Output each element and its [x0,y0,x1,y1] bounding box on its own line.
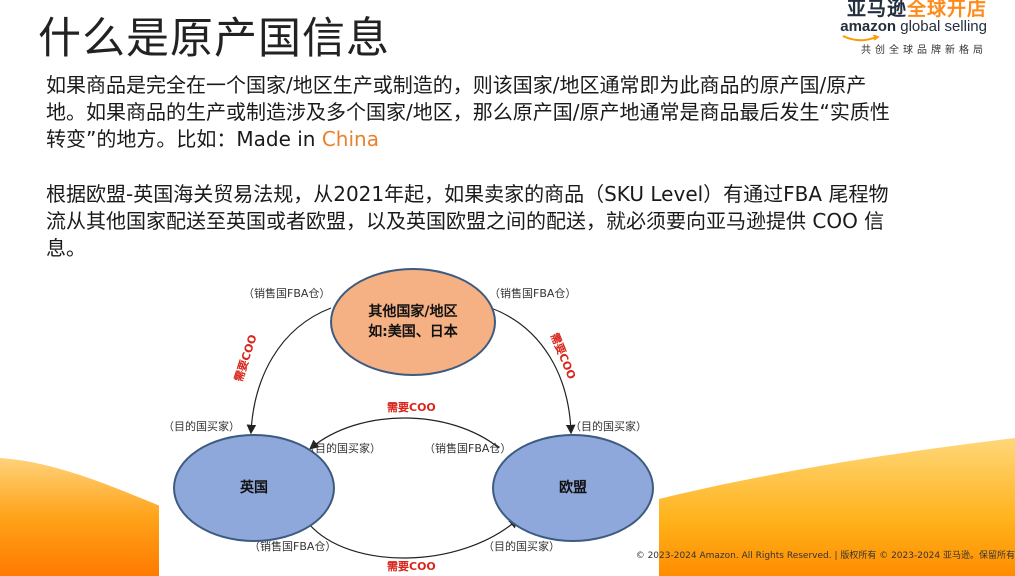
definition-paragraph: 如果商品是完全在一个国家/地区生产或制造的，则该国家/地区通常即为此商品的原产国… [46,73,890,151]
logo-en: amazon global selling [840,18,987,35]
label-dest-uk-top: （目的国买家） [163,420,240,433]
amazon-global-selling-logo: 亚马逊全球开店 amazon global selling 共创全球品牌新格局 [840,0,987,56]
orange-swoosh-left [0,458,170,576]
arrow-eu-to-uk [309,417,500,450]
regulation-paragraph: 根据欧盟-英国海关贸易法规，从2021年起，如果卖家的商品（SKU Level）… [46,182,889,260]
label-dest-eu-top: （目的国买家） [570,420,647,433]
label-sales-fba-top-right: （销售国FBA仓） [489,287,577,300]
label-sales-fba-top-left: （销售国FBA仓） [243,287,331,300]
logo-tagline: 共创全球品牌新格局 [861,45,987,56]
arrow-other-to-eu [490,307,576,435]
china-highlight: China [321,127,379,151]
node-other-countries: 其他国家/地区如:美国、日本 [330,268,496,376]
label-sales-fba-bottom: （销售国FBA仓） [249,540,337,553]
node-eu: 欧盟 [492,434,654,542]
required-coo-bottom: 需要COO [387,560,436,573]
required-coo-middle: 需要COO [387,401,436,414]
orange-swoosh-right [655,438,1015,576]
arrow-other-to-uk [246,307,332,435]
coo-flow-diagram: 其他国家/地区如:美国、日本 英国 欧盟 （销售国FBA仓） （销售国FBA仓）… [159,268,659,576]
amazon-smile-icon [842,35,880,42]
copyright-footer: © 2023-2024 Amazon. All Rights Reserved.… [635,551,1015,561]
label-sales-fba-eu-inner: （销售国FBA仓） [424,442,512,455]
arrow-uk-to-eu [308,518,519,559]
node-uk: 英国 [173,434,335,542]
flow-arrows [246,307,576,559]
label-dest-eu-bottom: （目的国买家） [483,540,560,553]
page-title: 什么是原产国信息 [38,14,390,64]
logo-cn: 亚马逊全球开店 [846,0,987,20]
label-dest-uk-inner: （目的国买家） [304,442,381,455]
